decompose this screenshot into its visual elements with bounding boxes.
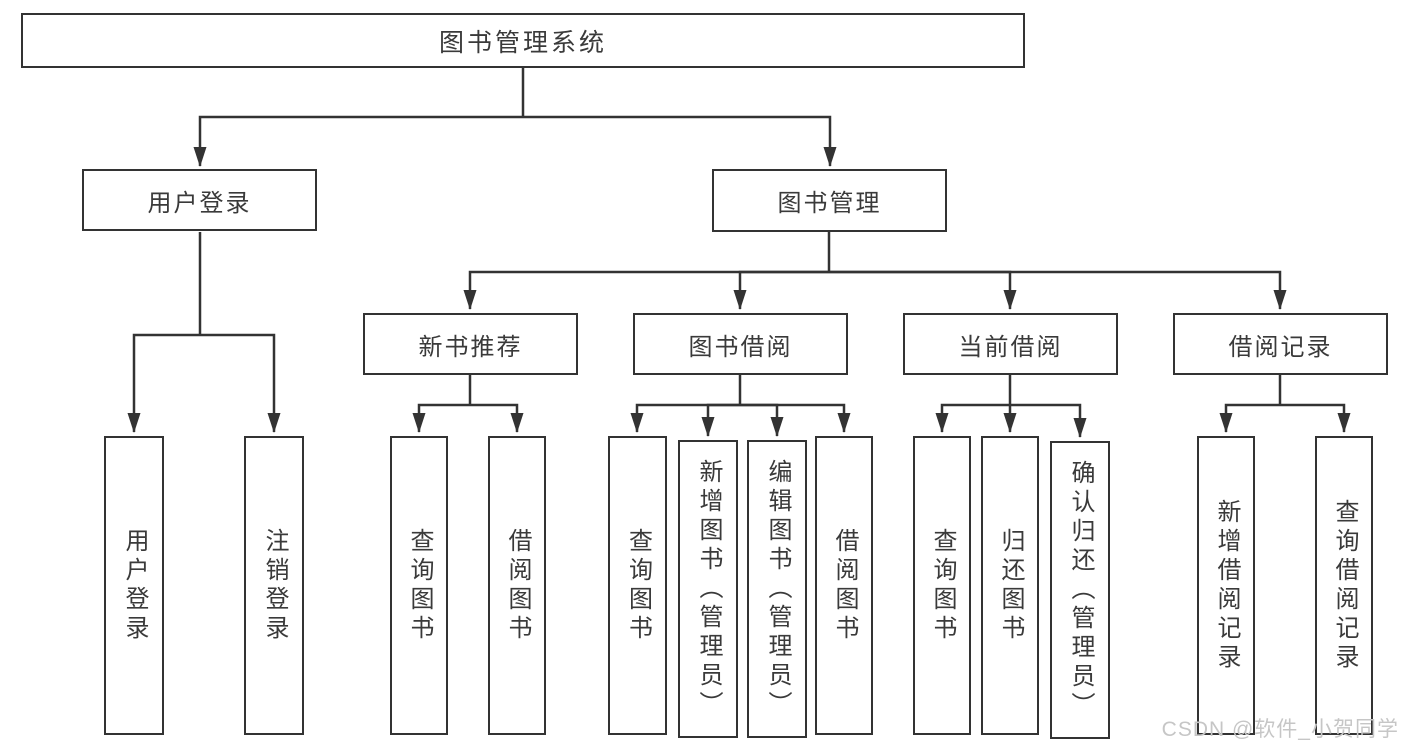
leaf-user-login: 用户登录 bbox=[104, 436, 164, 735]
leaf-add-books-admin-label: 新增图书（管理员） bbox=[695, 458, 722, 720]
node-user-login: 用户登录 bbox=[82, 169, 317, 231]
leaf-query-books-current: 查询图书 bbox=[913, 436, 971, 735]
leaf-add-borrow-record: 新增借阅记录 bbox=[1197, 436, 1255, 735]
leaf-query-borrow-record: 查询借阅记录 bbox=[1315, 436, 1373, 735]
node-book-management: 图书管理 bbox=[712, 169, 947, 232]
node-book-borrowing-label: 图书借阅 bbox=[688, 333, 793, 361]
node-borrowing-records: 借阅记录 bbox=[1173, 313, 1388, 375]
leaf-confirm-return-admin: 确认归还（管理员） bbox=[1050, 441, 1110, 739]
node-current-borrowing: 当前借阅 bbox=[903, 313, 1118, 375]
node-current-borrowing-label: 当前借阅 bbox=[958, 333, 1063, 361]
leaf-edit-books-admin-label: 编辑图书（管理员） bbox=[764, 458, 791, 720]
leaf-query-borrow-record-label: 查询借阅记录 bbox=[1331, 498, 1358, 673]
leaf-query-books-current-label: 查询图书 bbox=[929, 527, 956, 644]
csdn-watermark: CSDN @软件_小贺同学 bbox=[1161, 718, 1399, 741]
node-user-login-label: 用户登录 bbox=[147, 189, 252, 217]
node-book-management-label: 图书管理 bbox=[777, 190, 882, 217]
leaf-borrow-books-recommend-label: 借阅图书 bbox=[504, 527, 531, 644]
leaf-query-books-borrowing-label: 查询图书 bbox=[624, 527, 652, 644]
leaf-borrow-books-borrowing: 借阅图书 bbox=[815, 436, 873, 735]
leaf-borrow-books-borrowing-label: 借阅图书 bbox=[831, 527, 858, 644]
leaf-logout: 注销登录 bbox=[244, 436, 304, 735]
leaf-query-books-borrowing: 查询图书 bbox=[608, 436, 667, 735]
leaf-query-books-recommend-label: 查询图书 bbox=[406, 527, 433, 644]
leaf-confirm-return-admin-label: 确认归还（管理员） bbox=[1067, 459, 1094, 721]
leaf-return-books: 归还图书 bbox=[981, 436, 1039, 735]
leaf-borrow-books-recommend: 借阅图书 bbox=[488, 436, 546, 735]
leaf-user-login-label: 用户登录 bbox=[121, 527, 148, 644]
leaf-return-books-label: 归还图书 bbox=[997, 527, 1024, 644]
leaf-add-books-admin: 新增图书（管理员） bbox=[678, 440, 738, 738]
node-borrowing-records-label: 借阅记录 bbox=[1228, 333, 1333, 361]
leaf-edit-books-admin: 编辑图书（管理员） bbox=[747, 440, 807, 738]
node-root-label: 图书管理系统 bbox=[438, 28, 607, 57]
node-new-book-recommend: 新书推荐 bbox=[363, 313, 578, 375]
node-root: 图书管理系统 bbox=[21, 13, 1025, 68]
node-book-borrowing: 图书借阅 bbox=[633, 313, 848, 375]
leaf-logout-label: 注销登录 bbox=[261, 527, 288, 644]
node-new-book-recommend-label: 新书推荐 bbox=[418, 333, 523, 361]
leaf-query-books-recommend: 查询图书 bbox=[390, 436, 448, 735]
leaf-add-borrow-record-label: 新增借阅记录 bbox=[1213, 498, 1240, 673]
